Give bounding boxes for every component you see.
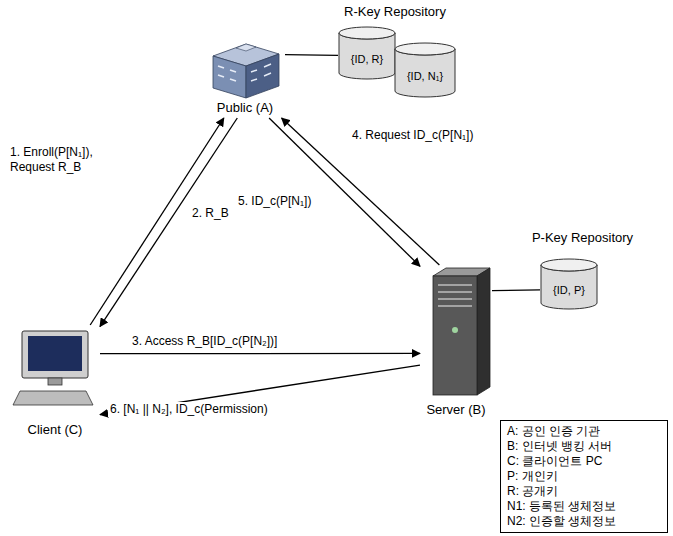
stand [48,378,62,385]
legend-entry: N1: 등록된 생체정보 [507,499,616,514]
power-light [452,327,458,333]
building-icon [213,44,279,98]
link-line [492,289,540,291]
window [218,75,224,77]
monitor [22,331,88,378]
legend-box: A: 공인 인증 기관B: 인터넷 뱅킹 서버C: 클라이언트 PCP: 개인키… [500,420,668,533]
server-side [477,268,490,395]
server-icon [433,268,490,395]
server-front [433,276,477,395]
cylinder-body [339,33,395,79]
cylinder-top [339,27,395,39]
repository-group: P-Key Repository {ID, P} [495,228,670,320]
node-label-box: Public (A) [205,38,285,118]
node-label-box: Client (C) [10,325,100,440]
database-cylinder: {ID, R} [338,26,396,80]
window [264,73,271,76]
computer-icon [13,331,93,405]
keyboard [13,391,93,405]
legend-entry: P: 개인키 [507,469,558,484]
drive-bay [438,291,472,293]
legend-entry: B: 인터넷 뱅킹 서버 [507,439,612,454]
legend-entry: A: 공인 인증 기관 [507,424,600,439]
legend-entry: C: 클라이언트 PC [507,454,602,469]
window [230,70,236,72]
message-label: 1. Enroll(P[N₁]), Request R_B [8,145,124,175]
drive-bay [438,298,472,300]
record-text: {ID, P} [553,284,585,297]
link-line [285,54,338,56]
legend-entry: N2: 인증할 생체정보 [507,514,616,529]
legend-entry: R: 공개키 [507,484,558,499]
node-label-box: Server (B) [420,265,492,420]
cylinder-body [541,265,597,309]
message-label: 3. Access R_B[ID_c(P[N₂])] [130,334,279,349]
node-label: R-Key Repository [344,4,446,20]
window [264,64,271,67]
repository-group: R-Key Repository {ID, R} {ID, N₁} [330,2,460,100]
node-label: Public (A) [217,100,273,116]
node-label: Server (B) [426,402,485,418]
cylinder-body [395,49,455,97]
window [230,79,236,81]
tower [236,44,256,51]
building-front [213,56,246,98]
message-label: 2. R_B [190,206,231,221]
database-cylinder: {ID, N₁} [394,42,456,98]
windows [218,64,271,81]
message-label: 5. ID_c(P[N₁]) [236,194,313,209]
record-text: {ID, N₁} [407,70,443,83]
message-label: 4. Request ID_c(P[N₁]) [350,128,475,143]
message-label: 6. [N₁ || N₂], ID_c(Permission) [108,402,270,417]
drive-bay [438,305,472,307]
message-arrow [100,353,420,355]
cylinder-top [395,43,455,55]
database-cylinder: {ID, P} [540,258,598,310]
node-label: P-Key Repository [532,230,633,246]
drive-bays [438,285,472,306]
window [251,79,257,81]
window [218,66,224,68]
building-side [246,54,279,98]
cylinder-top [541,259,597,271]
node-label: Client (C) [28,422,83,438]
window [251,70,257,72]
screen [28,336,82,371]
drive-bay [438,284,472,286]
record-text: {ID, R} [351,53,383,66]
